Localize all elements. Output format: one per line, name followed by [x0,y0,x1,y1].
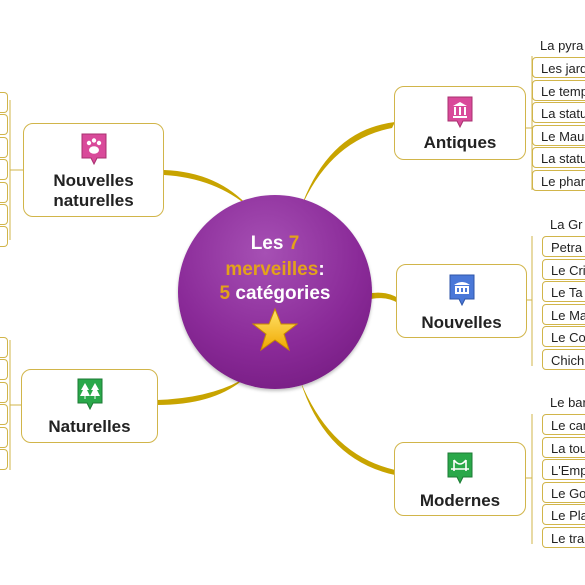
leaf-stub-nouvelles-naturelles-4[interactable] [0,159,8,180]
leaf-nouvelles-3[interactable]: Le Cri [542,259,585,280]
leaf-antiques-3[interactable]: Le temp [532,80,585,101]
central-word-categories: catégories [235,283,331,304]
leaf-nouvelles-2[interactable]: Petra [542,236,585,257]
branch-naturelles[interactable]: Naturelles [21,369,158,443]
central-topic[interactable]: Les 7 merveilles: 5 catégories [178,195,372,389]
leaf-modernes-4[interactable]: L'Emp [542,459,585,480]
connector-nouvelles [366,292,398,303]
trees-icon [77,378,102,411]
leaf-antiques-7[interactable]: Le phar [532,170,585,191]
branch-nouvelles[interactable]: Nouvelles [396,264,527,338]
branch-nouvelles-naturelles-label-1: Nouvelles [53,171,134,190]
leaf-antiques-4[interactable]: La statu [532,102,585,123]
central-number: 7 [288,233,300,254]
central-count: 5 [219,283,231,304]
central-word-merveilles: merveilles [225,259,319,280]
leaf-modernes-1[interactable]: Le bar [550,395,585,410]
branch-nouvelles-label: Nouvelles [421,313,502,332]
central-colon: : [318,259,325,280]
branch-modernes[interactable]: Modernes [394,442,526,516]
leaf-stub-naturelles-3[interactable] [0,382,8,403]
leaf-stub-naturelles-1[interactable] [0,337,8,358]
leaf-modernes-5[interactable]: Le Go [542,482,585,503]
leaf-antiques-6[interactable]: La statu [532,147,585,168]
branch-modernes-label: Modernes [419,491,501,510]
star-icon [252,307,298,352]
central-word-les: Les [250,233,284,254]
branch-nouvelles-naturelles-label-2: naturelles [53,191,134,210]
building-icon [449,274,474,307]
leaf-nouvelles-5[interactable]: Le Ma [542,304,585,325]
leaf-antiques-5[interactable]: Le Mau [532,125,585,146]
leaf-stub-naturelles-6[interactable] [0,449,8,470]
connector-antiques [300,122,395,210]
leaf-antiques-1[interactable]: La pyra [540,38,584,53]
bridge-icon [447,452,473,485]
leaf-stub-nouvelles-naturelles-2[interactable] [0,114,8,135]
leaf-stub-nouvelles-naturelles-1[interactable] [0,92,8,113]
branch-nouvelles-naturelles[interactable]: Nouvelles naturelles [23,123,164,217]
leaf-antiques-2[interactable]: Les jard [532,57,585,78]
connector-naturelles [157,378,245,405]
connector-nouvelles-naturelles [164,170,250,208]
leaf-nouvelles-7[interactable]: Chich [542,349,585,370]
leaf-modernes-3[interactable]: La tou [542,437,585,458]
temple-icon [447,96,473,129]
leaf-stub-nouvelles-naturelles-3[interactable] [0,137,8,158]
branch-antiques[interactable]: Antiques [394,86,526,160]
paw-icon [81,133,106,166]
leaf-modernes-2[interactable]: Le can [542,414,585,435]
leaf-modernes-7[interactable]: Le tra [542,527,585,548]
leaf-stub-nouvelles-naturelles-5[interactable] [0,182,8,203]
leaf-stub-naturelles-4[interactable] [0,404,8,425]
leaf-stub-nouvelles-naturelles-7[interactable] [0,226,8,247]
leaf-stub-naturelles-2[interactable] [0,359,8,380]
leaf-nouvelles-1[interactable]: La Gr [550,217,583,232]
branch-naturelles-label: Naturelles [48,417,131,436]
leaf-stub-nouvelles-naturelles-6[interactable] [0,204,8,225]
connector-modernes [300,380,395,475]
leaf-nouvelles-4[interactable]: Le Ta [542,281,585,302]
branch-antiques-label: Antiques [423,133,497,152]
leaf-nouvelles-6[interactable]: Le Co [542,326,585,347]
leaf-stub-naturelles-5[interactable] [0,427,8,448]
leaf-modernes-6[interactable]: Le Pla [542,504,585,525]
